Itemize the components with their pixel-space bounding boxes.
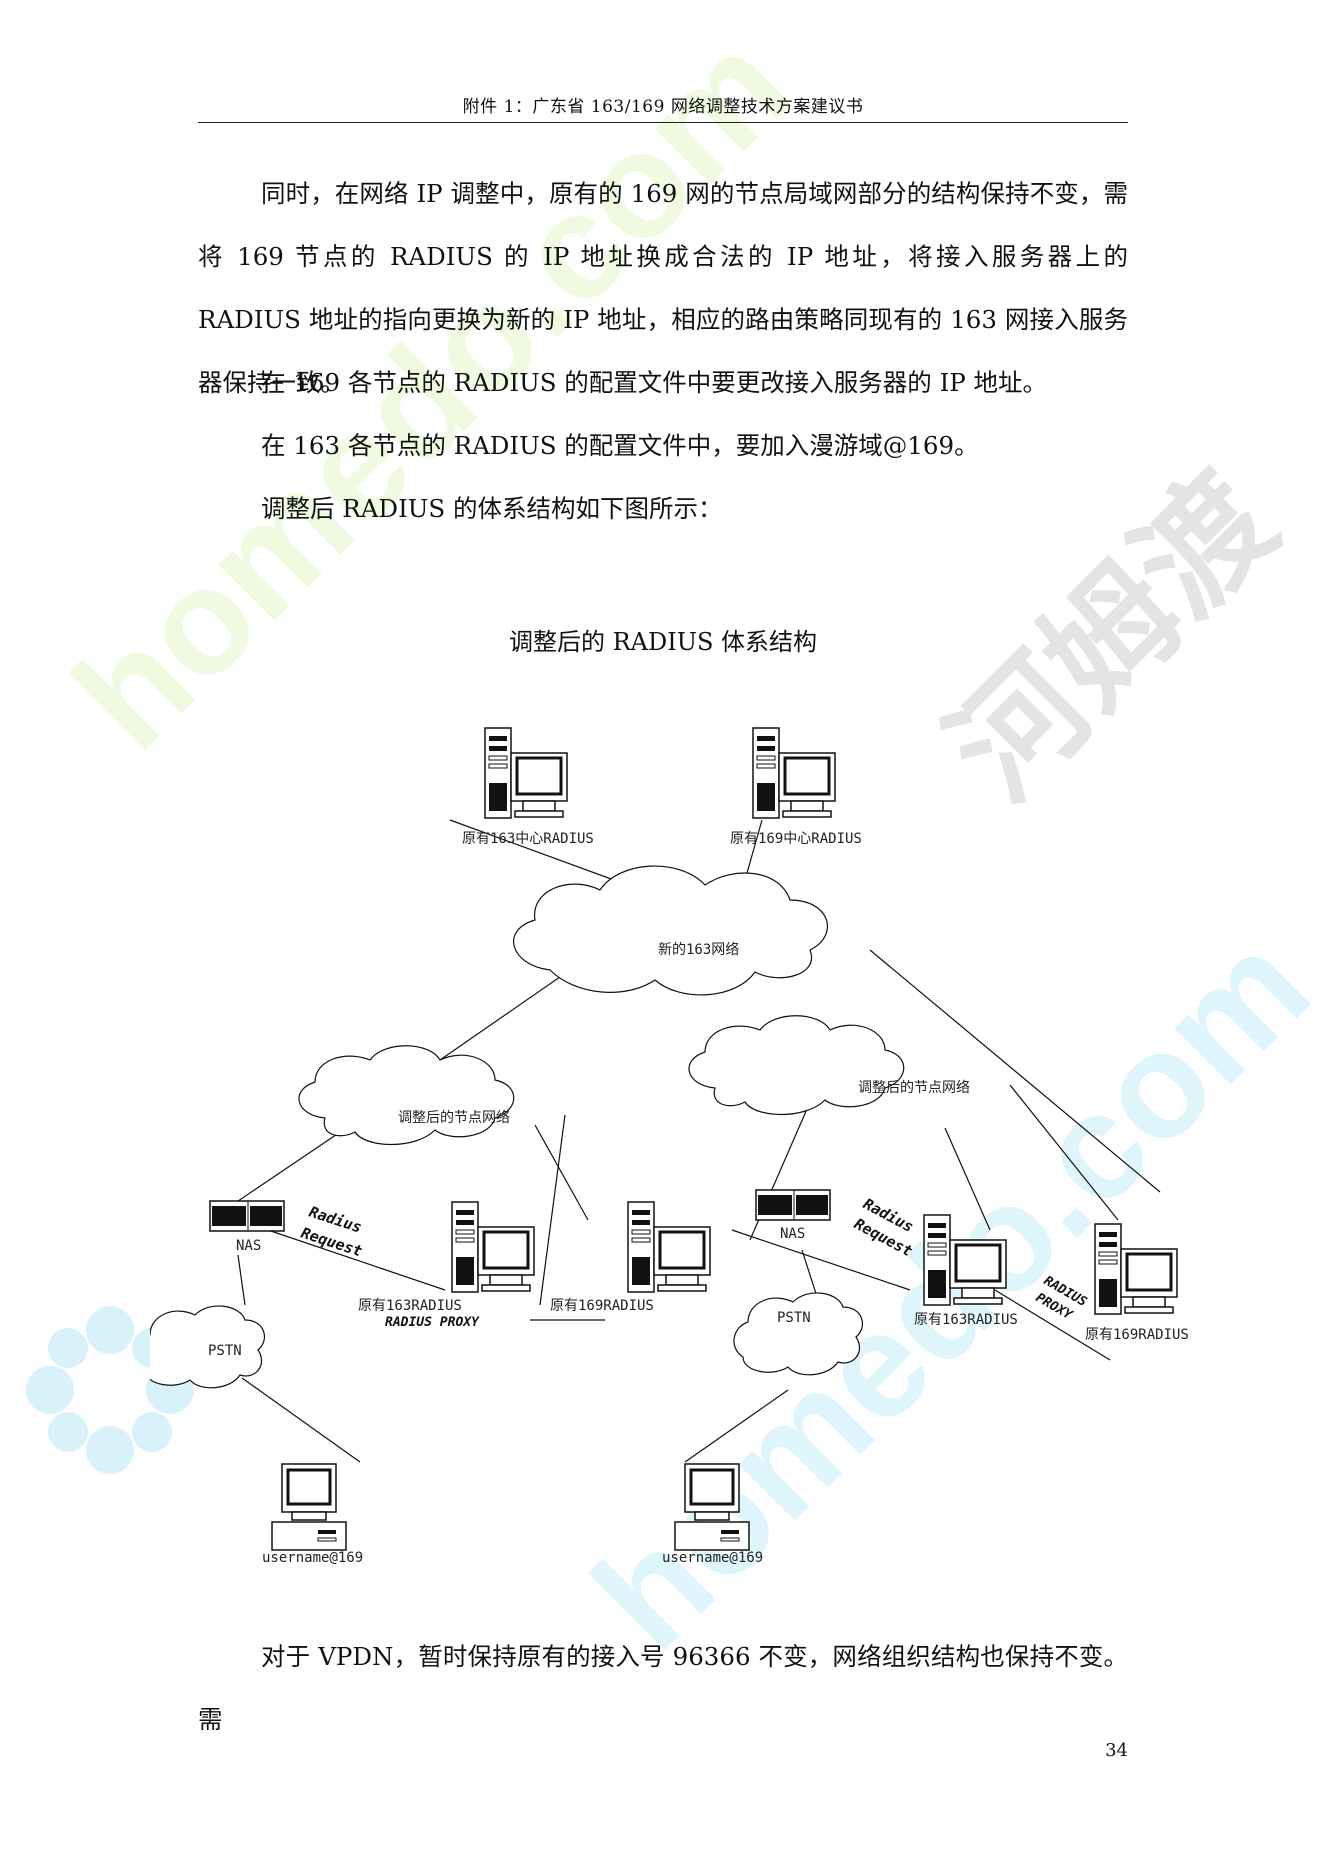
label-nas-right: NAS [780, 1226, 805, 1242]
label-radius-proxy-left: RADIUS PROXY [385, 1315, 480, 1330]
nas-left-icon [209, 1200, 285, 1232]
paragraph-169-config: 在 169 各节点的 RADIUS 的配置文件中要更改接入服务器的 IP 地址。 [261, 368, 1048, 397]
label-node-network-left: 调整后的节点网络 [398, 1110, 510, 1126]
cloud-node-network-left [298, 1045, 515, 1146]
center-163-radius-server-icon [483, 726, 569, 820]
label-pstn-left: PSTN [208, 1343, 242, 1359]
label-radius-163-right: 原有163RADIUS [914, 1312, 1018, 1328]
header-divider [198, 122, 1128, 123]
label-pstn-right: PSTN [777, 1310, 811, 1326]
label-radius-169-right: 原有169RADIUS [1085, 1327, 1189, 1343]
radius-163-right-server-icon [922, 1213, 1008, 1307]
user-left-pc-icon [270, 1462, 348, 1552]
cloud-pstn-right [733, 1292, 864, 1376]
cloud-new-163-network [513, 865, 828, 996]
radius-architecture-diagram: 原有163中心RADIUS 原有169中心RADIUS 新的163网络 调整后的… [150, 726, 1189, 1566]
label-nas-left: NAS [236, 1238, 261, 1254]
label-user-right: username@169 [662, 1550, 763, 1566]
label-radius-169-left: 原有169RADIUS [550, 1298, 654, 1314]
radius-163-left-server-icon [450, 1200, 536, 1294]
page-header: 附件 1：广东省 163/169 网络调整技术方案建议书 [462, 97, 864, 117]
cloud-pstn-left [150, 1305, 266, 1389]
cloud-node-network-right [688, 1015, 905, 1116]
center-169-radius-server-icon [751, 726, 837, 820]
paragraph-figure-intro: 调整后 RADIUS 的体系结构如下图所示： [261, 494, 723, 523]
paragraph-vpdn: 对于 VPDN，暂时保持原有的接入号 96366 不变，网络组织结构也保持不变。… [198, 1642, 1128, 1734]
paragraph-ip-adjustment: 同时，在网络 IP 调整中，原有的 169 网的节点局域网部分的结构保持不变，需… [198, 179, 1128, 397]
label-center-163-radius: 原有163中心RADIUS [462, 831, 594, 847]
radius-169-right-server-icon [1093, 1222, 1179, 1316]
radius-169-left-server-icon [626, 1200, 712, 1294]
figure-title: 调整后的 RADIUS 体系结构 [508, 628, 818, 656]
user-right-pc-icon [673, 1462, 751, 1552]
page-number: 34 [1105, 1740, 1128, 1761]
label-node-network-right: 调整后的节点网络 [858, 1080, 970, 1096]
label-user-left: username@169 [262, 1550, 363, 1566]
label-center-169-radius: 原有169中心RADIUS [730, 831, 862, 847]
label-new-163-network: 新的163网络 [658, 942, 739, 958]
paragraph-163-config: 在 163 各节点的 RADIUS 的配置文件中，要加入漫游域@169。 [261, 431, 979, 460]
label-radius-163-left: 原有163RADIUS [358, 1298, 462, 1314]
nas-right-icon [755, 1189, 831, 1221]
